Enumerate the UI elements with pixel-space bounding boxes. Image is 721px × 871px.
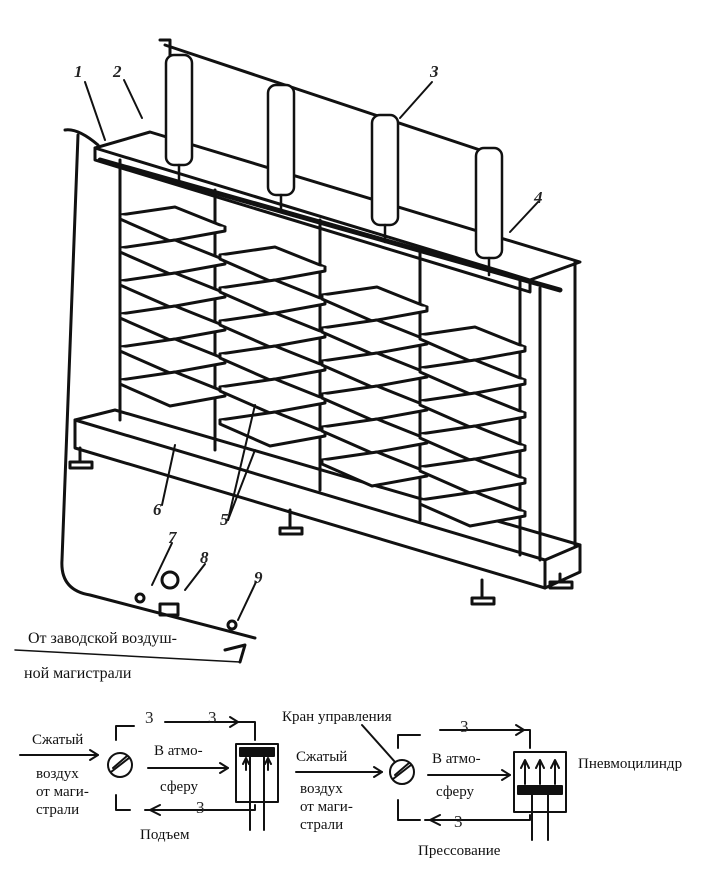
part-number-8: 8	[200, 548, 209, 567]
press-inlet-line4: страли	[300, 817, 344, 833]
lift-caption: Подъем	[140, 827, 190, 843]
pneumatic-cylinders	[164, 53, 504, 277]
base-frame	[68, 408, 582, 606]
scheme-press	[295, 724, 567, 841]
air-source-label-line2: ной магистрали	[24, 665, 132, 682]
press-port-mark-1: 3	[460, 717, 469, 736]
press-port-mark-2: 3	[454, 812, 463, 831]
part-number-2: 2	[113, 62, 122, 81]
lift-inlet-line1: Сжатый	[32, 732, 84, 748]
part-number-4: 4	[534, 188, 543, 207]
lift-inlet-line4: страли	[36, 802, 80, 818]
part-number-3: 3	[430, 62, 439, 81]
part-number-7: 7	[168, 528, 177, 547]
part-number-9: 9	[254, 568, 263, 587]
press-tray-edge	[218, 418, 327, 448]
press-trays	[118, 205, 527, 528]
press-exhaust-line1: В атмо-	[432, 751, 481, 767]
press-exhaust-line2: сферу	[436, 784, 475, 800]
lift-exhaust-line1: В атмо-	[154, 743, 203, 759]
lift-inlet-line3: от маги-	[36, 784, 89, 800]
lift-inlet-line2: воздух	[36, 766, 79, 782]
leader-lines	[84, 79, 539, 621]
part-number-6: 6	[153, 500, 162, 519]
air-source-label-line1: От заводской воздуш-	[28, 630, 177, 647]
press-inlet-line1: Сжатый	[296, 749, 348, 765]
air-supply-pipe	[14, 128, 257, 664]
part-number-5: 5	[220, 510, 229, 529]
part-number-1: 1	[74, 62, 83, 81]
lift-port-mark-2: 3	[208, 708, 217, 727]
lift-port-mark-3: 3	[196, 798, 205, 817]
lift-exhaust-line2: сферу	[160, 779, 199, 795]
lift-port-mark-1: 3	[145, 708, 154, 727]
press-inlet-line2: воздух	[300, 781, 343, 797]
press-tray-edge	[418, 498, 527, 528]
scheme-lift	[19, 716, 279, 831]
cylinder-label: Пневмоцилиндр	[578, 756, 683, 772]
press-caption: Прессование	[418, 843, 501, 859]
press-inlet-line3: от маги-	[300, 799, 353, 815]
valve-label: Кран управления	[282, 709, 392, 725]
